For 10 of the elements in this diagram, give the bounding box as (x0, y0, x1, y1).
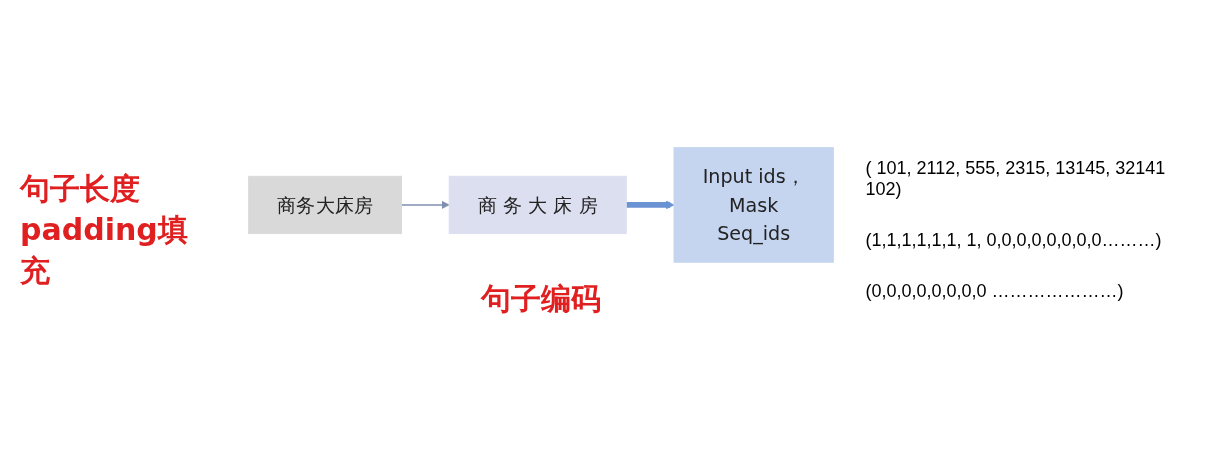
caption-text: 句子编码 (481, 280, 602, 319)
value-text: (1,1,1,1,1,1, 1, 0,0,0,0,0,0,0,0………) (865, 230, 1163, 251)
arrow (401, 200, 450, 209)
node-box: 商 务 大 床 房 (449, 175, 628, 234)
node-box: Input ids， Mask Seq_ids (673, 146, 835, 263)
value-text: (0,0,0,0,0,0,0,0 …………………) (865, 281, 1125, 302)
arrow (626, 200, 675, 209)
annotation-text: 句子长度padding填充 (20, 169, 189, 290)
node-box: 商务大床房 (248, 175, 403, 234)
value-text: ( 101, 2112, 555, 2315, 13145, 32141 102) (865, 158, 1167, 200)
